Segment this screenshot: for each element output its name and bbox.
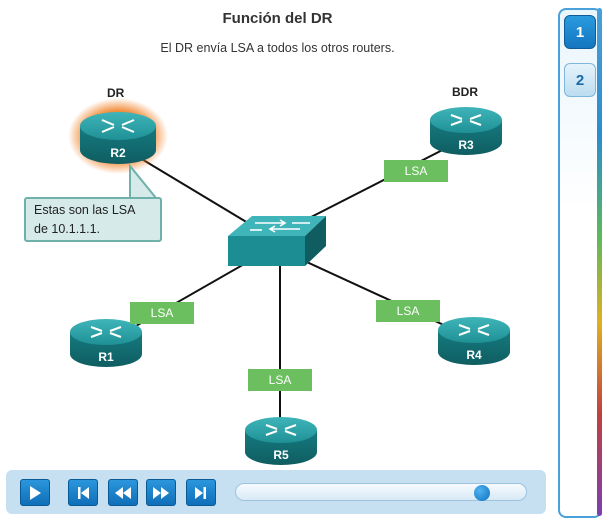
play-button[interactable] <box>20 479 50 506</box>
router-arrows-icon <box>450 114 482 126</box>
router-label-r3: R3 <box>458 138 474 152</box>
lsa-tag-r1: LSA <box>130 302 194 324</box>
link-r4-switch <box>284 251 473 339</box>
router-arrows-icon <box>458 324 490 336</box>
router-r1[interactable]: R1 <box>70 319 142 367</box>
skip-back-button[interactable] <box>68 479 98 506</box>
step-rail-edge <box>597 8 602 516</box>
router-label-r4: R4 <box>466 348 482 362</box>
router-label-r2: R2 <box>110 146 126 160</box>
play-icon <box>30 485 41 500</box>
dr-label: DR <box>107 86 125 100</box>
callout-box: Estas son las LSA de 10.1.1.1. <box>24 197 162 242</box>
lsa-tag-r4: LSA <box>376 300 440 322</box>
page-subtitle: El DR envía LSA a todos los otros router… <box>160 41 395 55</box>
router-label-r1: R1 <box>98 350 114 364</box>
fast-forward-icon <box>153 486 169 499</box>
page-title: Función del DR <box>222 10 333 27</box>
step-1-button[interactable]: 1 <box>564 15 596 49</box>
step-2-button[interactable]: 2 <box>564 63 596 97</box>
router-label-r5: R5 <box>273 448 289 462</box>
switch[interactable] <box>228 216 326 266</box>
fast-forward-button[interactable] <box>146 479 176 506</box>
skip-forward-icon <box>195 486 206 499</box>
link-r2-switch <box>129 151 269 236</box>
router-arrows-icon <box>101 119 135 133</box>
skip-forward-button[interactable] <box>186 479 216 506</box>
switch-arrows-icon <box>250 219 310 233</box>
rewind-button[interactable] <box>108 479 138 506</box>
rewind-icon <box>115 486 131 499</box>
network-diagram: R2 R3 R1 R4 R5 <box>68 98 510 465</box>
skip-back-icon <box>78 486 89 499</box>
router-arrows-icon <box>265 424 297 436</box>
bdr-label: BDR <box>452 85 478 99</box>
player-controls <box>6 470 546 514</box>
router-r5[interactable]: R5 <box>245 417 317 465</box>
router-arrows-icon <box>90 326 122 338</box>
progress-bar[interactable] <box>235 483 527 501</box>
progress-knob[interactable] <box>474 485 491 501</box>
lsa-tag-r5: LSA <box>248 369 312 391</box>
callout-pointer <box>129 163 159 199</box>
router-r3[interactable]: R3 <box>430 107 502 155</box>
router-r2[interactable]: R2 <box>80 112 156 164</box>
router-r4[interactable]: R4 <box>438 317 510 365</box>
lsa-tag-r3: LSA <box>384 160 448 182</box>
